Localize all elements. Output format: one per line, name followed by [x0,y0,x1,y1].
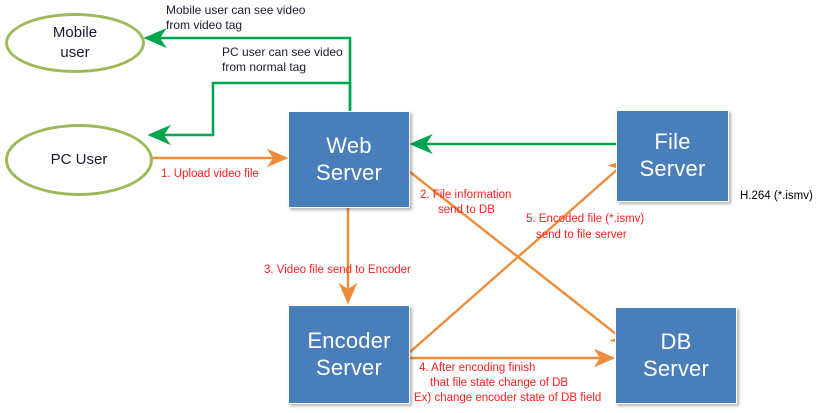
label-step4-line1: 4. After encoding finish [419,362,536,374]
node-file-server-line2: Server [639,156,706,181]
label-pc-flow-line1: PC user can see video [222,45,343,59]
label-pc-flow-line2: from normal tag [222,60,307,74]
node-mobile-user-line2: user [60,44,90,61]
label-mobile-flow-line1: Mobile user can see video [166,3,306,17]
node-mobile-user[interactable]: Mobile user [5,13,145,73]
node-web-server-line1: Web [326,132,372,158]
arrow-webserver-to-pc-user [147,81,352,146]
node-file-server[interactable]: File Server [616,110,729,202]
arrow-encoderserver-to-fileserver [409,158,630,353]
label-step5-line1: 5. Encoded file (*.ismv) [526,213,645,225]
node-db-server[interactable]: DB Server [615,307,737,404]
label-mobile-flow-line2: from video tag [166,18,243,32]
label-codec-note: H.264 (*.ismv) [740,190,813,202]
label-step2-line2: send to DB [438,204,495,216]
node-db-server-line2: Server [643,355,709,381]
label-step5-line2: send to file server [536,229,627,241]
node-encoder-server-line2: Server [316,354,382,380]
node-file-server-line1: File [654,129,691,155]
node-mobile-user-line1: Mobile [52,23,98,41]
label-step1-upload-video-file: 1. Upload video file [161,168,259,180]
node-pc-user[interactable]: PC User [5,124,153,196]
node-web-server-line2: Server [316,159,382,185]
node-web-server[interactable]: Web Server [288,111,410,208]
label-step2-line1: 2. File information [420,189,512,201]
node-db-server-line1: DB [660,328,692,354]
label-step4-line2: that file state change of DB [430,377,569,389]
arrow-webserver-to-dbserver [409,171,632,347]
node-pc-user-line1: PC User [50,150,108,168]
label-step3-video-file-send-to-encoder: 3. Video file send to Encoder [264,264,411,276]
label-step4-line3: Ex) change encoder state of DB field [414,392,602,404]
node-encoder-server[interactable]: Encoder Server [288,305,410,404]
node-encoder-server-line1: Encoder [307,327,391,353]
